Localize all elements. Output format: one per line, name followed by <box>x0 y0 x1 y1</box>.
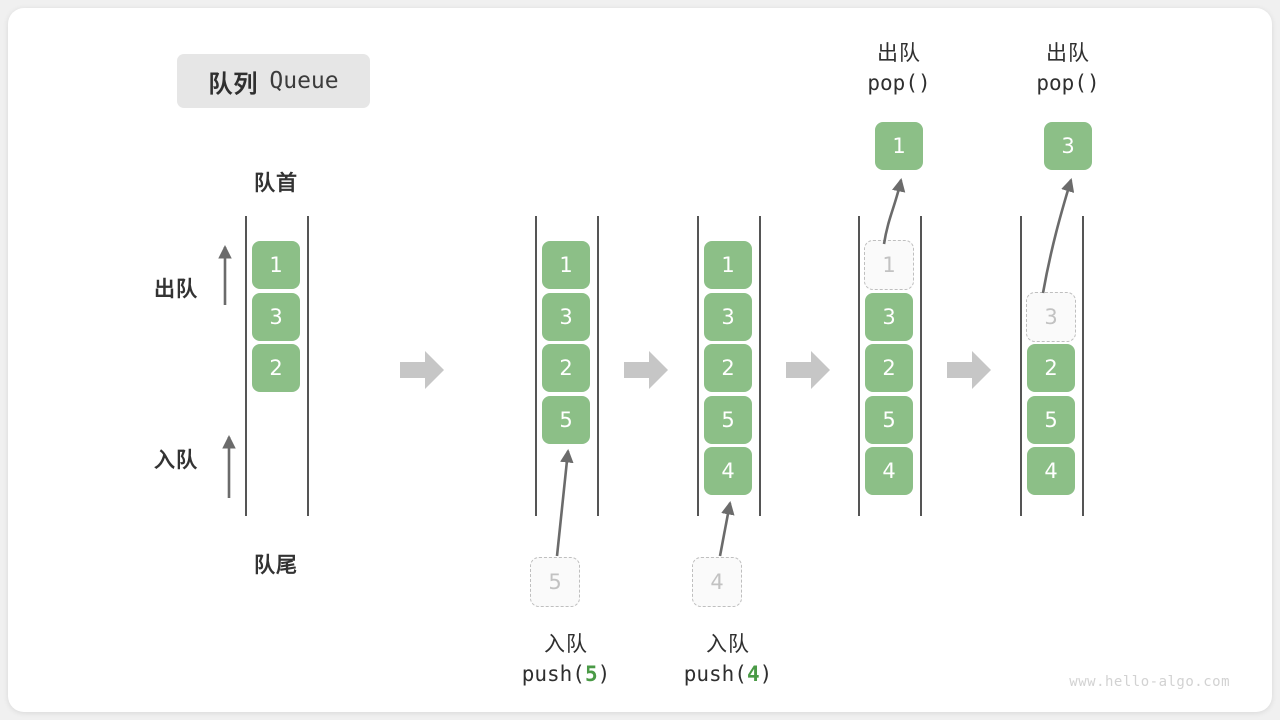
label-dequeue-direction: 出队 <box>154 278 198 301</box>
watermark: www.hello-algo.com <box>1069 674 1230 690</box>
queue-element: 4 <box>1026 446 1076 496</box>
queue-element: 3 <box>864 291 914 342</box>
queue-rail <box>759 216 761 516</box>
push-caption-code: push(4) <box>683 661 773 686</box>
queue-rail <box>920 216 922 516</box>
queue-element: 1 <box>541 240 591 290</box>
queue-element: 4 <box>703 446 753 496</box>
pop-caption: 出队 pop() <box>1036 39 1099 99</box>
pending-push-element: 4 <box>692 557 742 607</box>
pop-caption: 出队 pop() <box>867 39 930 99</box>
push-caption-chinese: 入队 <box>544 633 588 656</box>
queue-rail <box>697 216 699 516</box>
queue-rail <box>307 216 309 516</box>
queue-element: 5 <box>864 394 914 445</box>
title-english: Queue <box>269 68 339 94</box>
queue-rail <box>858 216 860 516</box>
queue-rail <box>535 216 537 516</box>
queue-element: 2 <box>251 343 301 393</box>
step-transition-arrow <box>399 349 445 391</box>
popped-element: 1 <box>874 121 924 171</box>
label-queue-rear: 队尾 <box>254 554 298 577</box>
queue-element: 3 <box>703 291 753 342</box>
push-4-arrow <box>718 501 735 557</box>
pop-caption-code: pop() <box>1036 70 1100 95</box>
queue-element-ghost: 1 <box>864 240 914 290</box>
queue-element: 1 <box>251 240 301 290</box>
step-transition-arrow <box>946 349 992 391</box>
popped-element: 3 <box>1043 121 1093 171</box>
queue-element: 2 <box>1026 343 1076 393</box>
queue-rail <box>597 216 599 516</box>
queue-element: 3 <box>541 291 591 342</box>
queue-element: 2 <box>864 343 914 393</box>
queue-element-ghost: 3 <box>1026 291 1076 342</box>
push-argument-value: 5 <box>584 661 598 686</box>
label-enqueue-direction: 入队 <box>154 449 198 472</box>
pop-caption-chinese: 出队 <box>877 42 921 65</box>
pop-caption-chinese: 出队 <box>1046 42 1090 65</box>
queue-element: 1 <box>703 240 753 290</box>
queue-rail <box>245 216 247 516</box>
step-transition-arrow <box>623 349 669 391</box>
pending-push-element: 5 <box>530 557 580 607</box>
step-transition-arrow <box>785 349 831 391</box>
push-5-arrow <box>555 448 574 557</box>
queue-element: 2 <box>703 343 753 393</box>
pop-3-arrow <box>1041 178 1075 294</box>
push-caption-chinese: 入队 <box>706 633 750 656</box>
title-chinese: 队列 <box>208 70 259 98</box>
pop-caption-code: pop() <box>867 70 931 95</box>
queue-element: 4 <box>864 446 914 496</box>
queue-element: 3 <box>251 291 301 342</box>
queue-element: 5 <box>703 394 753 445</box>
queue-rail <box>1020 216 1022 516</box>
label-queue-front: 队首 <box>254 172 298 195</box>
queue-element: 5 <box>541 394 591 445</box>
push-caption-code: push(5) <box>521 661 611 686</box>
pop-1-arrow <box>882 178 906 245</box>
queue-rail <box>1082 216 1084 516</box>
queue-element: 2 <box>541 343 591 393</box>
push-caption: 入队 push(4) <box>684 630 773 690</box>
push-argument-value: 4 <box>746 661 760 686</box>
push-caption: 入队 push(5) <box>522 630 611 690</box>
diagram-title-chip: 队列 Queue <box>177 54 370 108</box>
queue-element: 5 <box>1026 394 1076 445</box>
